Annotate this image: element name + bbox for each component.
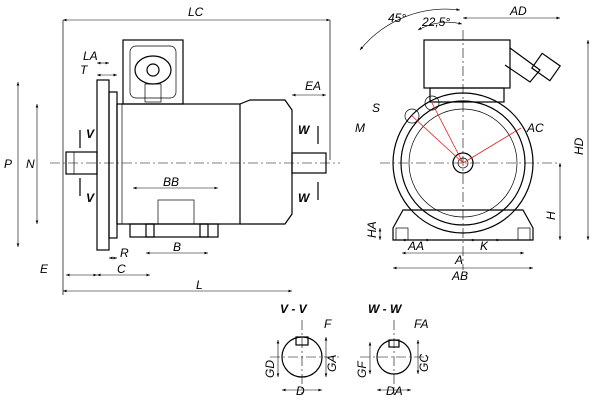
label-gc: GC [417,354,431,372]
label-s: S [372,101,380,115]
label-fa: FA [414,317,428,331]
section-vv [270,320,340,395]
label-la: LA [83,49,98,63]
label-v-top: V [86,127,95,141]
side-view [16,18,340,295]
label-da: DA [386,384,403,398]
label-r: R [120,246,129,260]
section-ww [360,320,430,395]
label-l: L [196,278,203,292]
label-p: P [4,157,12,171]
label-c: C [117,262,126,276]
label-b: B [173,240,181,254]
section-ww-title: W - W [368,302,403,316]
label-ga: GA [325,355,339,372]
label-d: D [296,384,305,398]
label-t: T [80,63,89,77]
label-w-top: W [298,123,311,137]
label-ab: AB [451,269,468,283]
label-f: F [324,317,332,331]
label-aa: AA [407,239,424,253]
label-ad: AD [509,4,527,18]
label-angle-45: 45° [388,11,406,25]
label-lc: LC [188,5,204,19]
label-ac: AC [526,121,544,135]
label-ea: EA [305,79,321,93]
label-m: M [355,121,365,135]
label-w-bottom: W [298,191,311,205]
label-v-bottom: V [86,191,95,205]
label-n: N [26,157,35,171]
label-gf: GF [355,361,369,378]
label-ha: HA [365,221,379,238]
end-view [359,8,590,270]
label-k: K [480,239,489,253]
label-gd: GD [263,360,277,378]
label-h: H [544,211,558,220]
label-bb: BB [163,175,179,189]
label-hd: HD [572,137,586,155]
section-vv-title: V - V [280,302,308,316]
label-angle-22: 22,5° [421,15,450,29]
label-e: E [40,262,49,276]
label-a: A [454,253,463,267]
